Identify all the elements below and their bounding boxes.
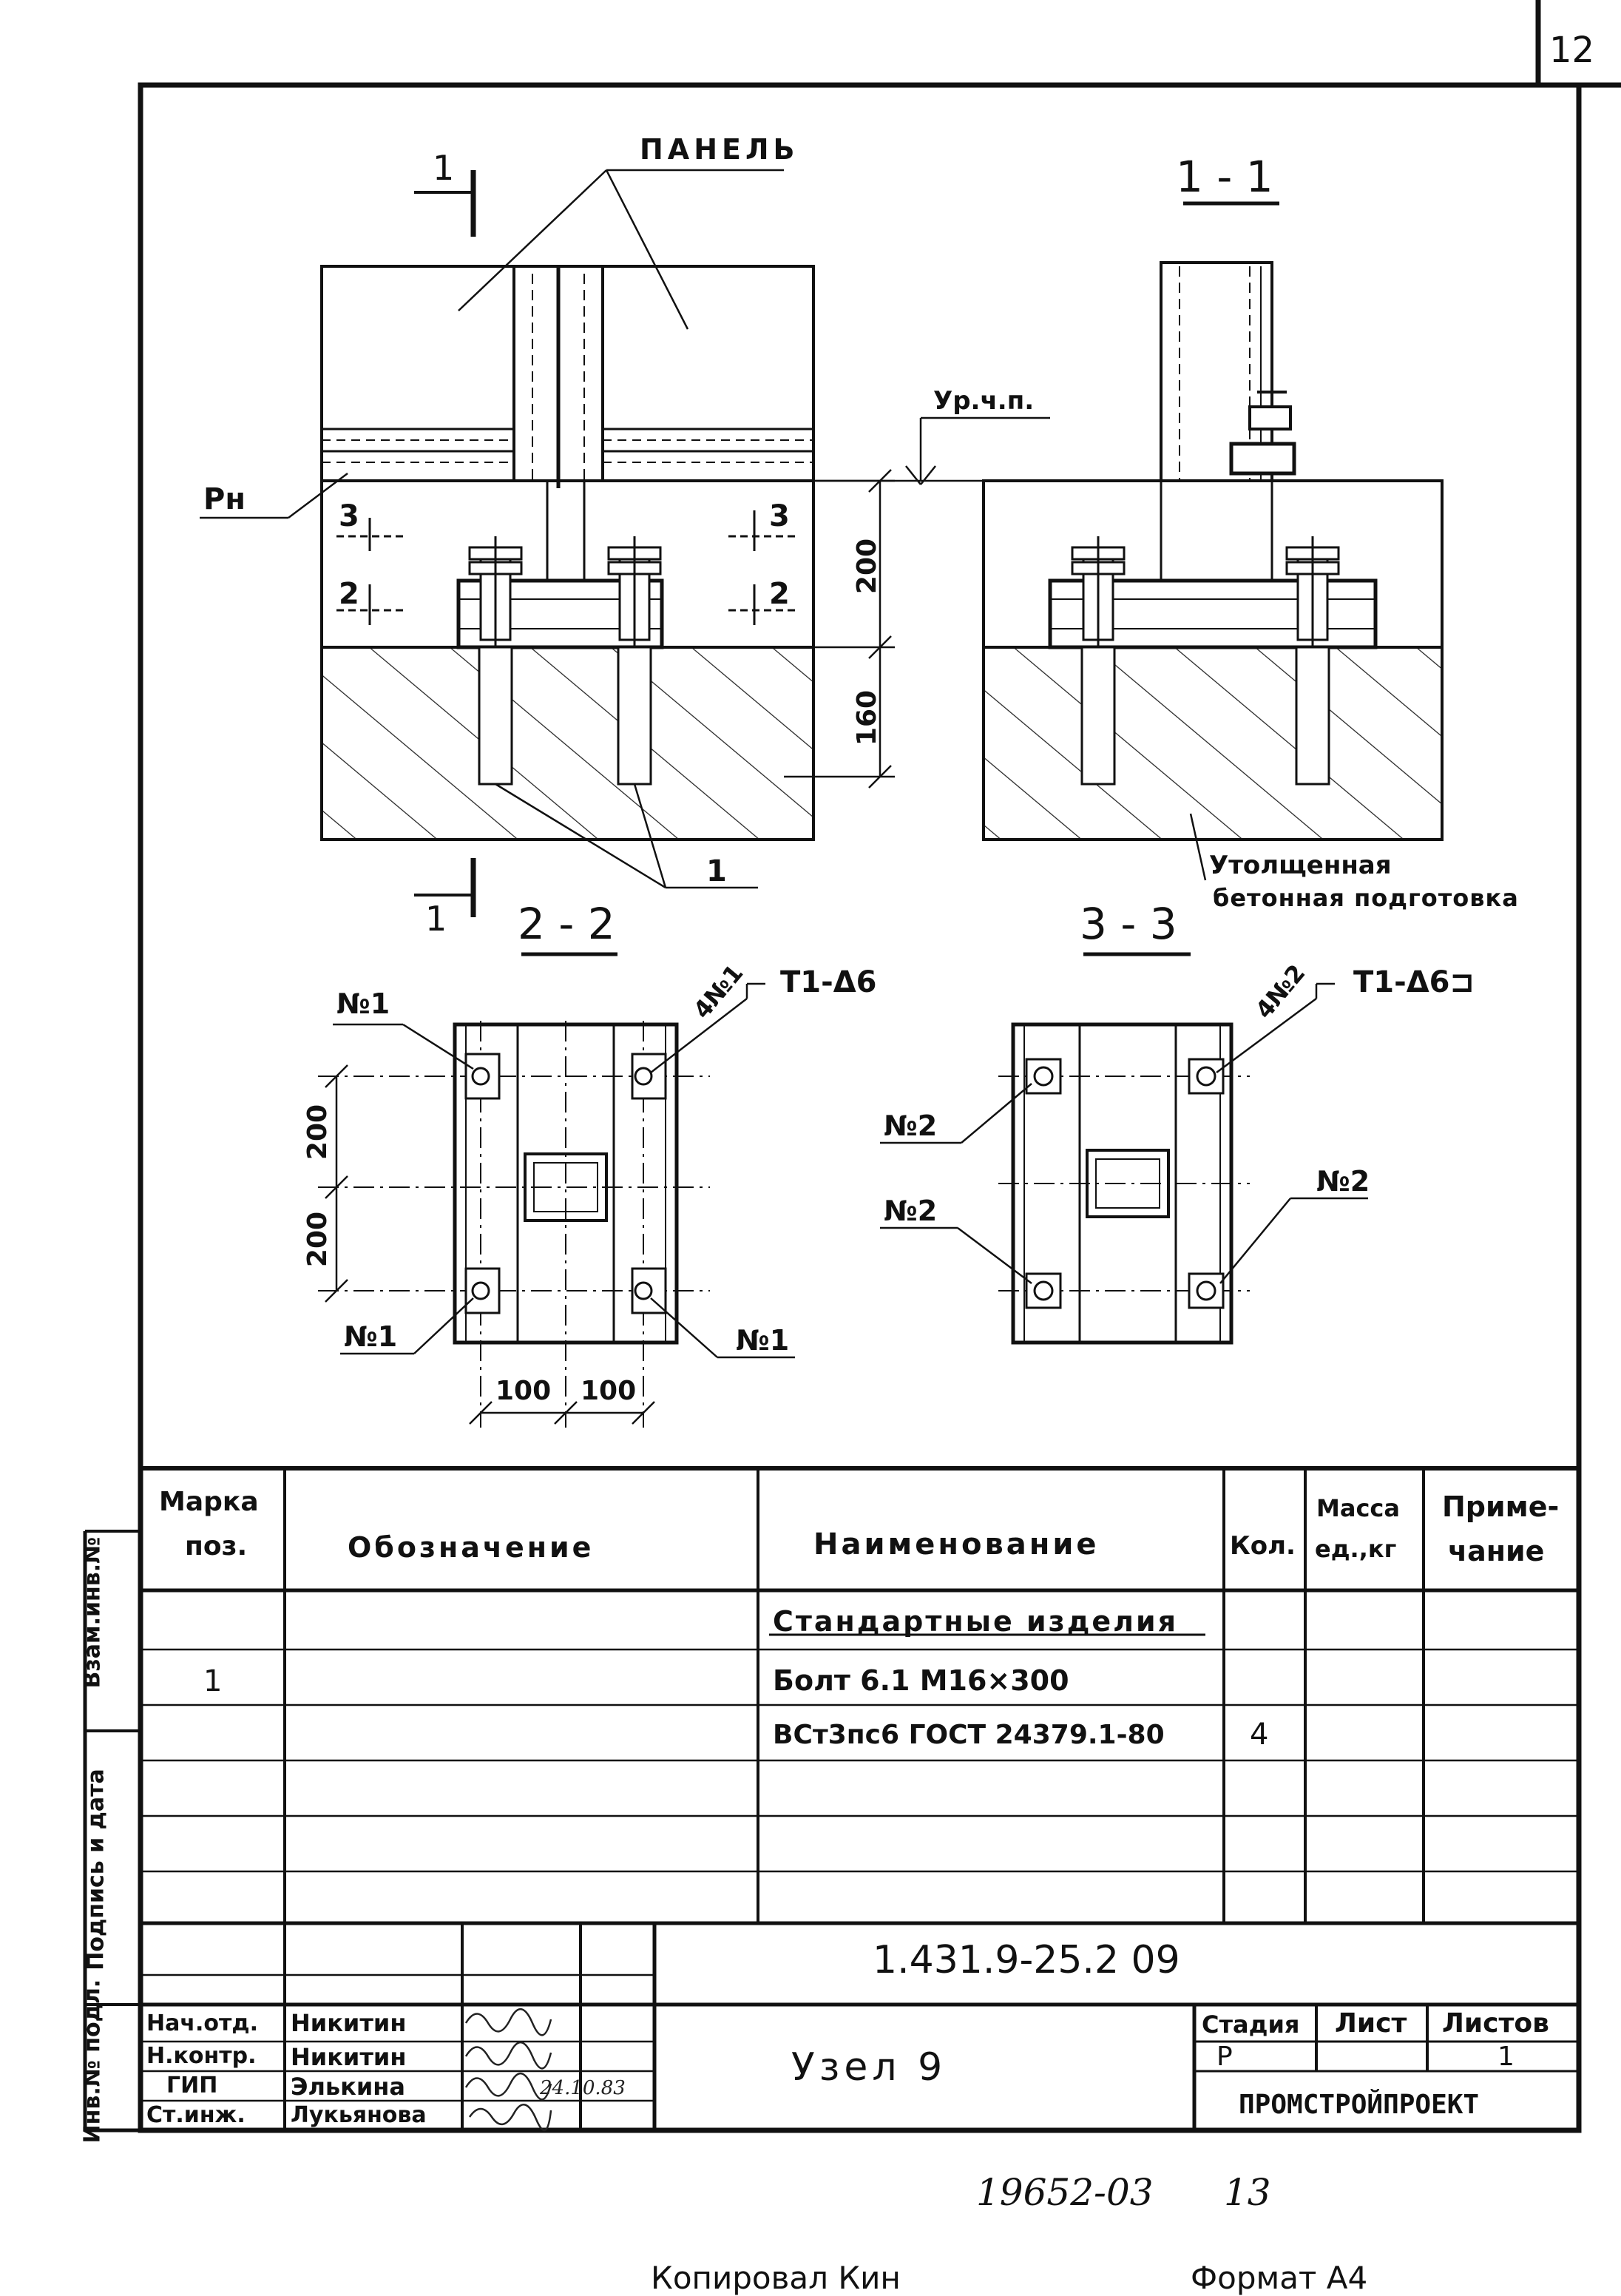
side-stamp-vzam: Взам.инв.№ [79,1536,106,1689]
name-3: Элькина [291,2073,405,2101]
plan-3-3 [880,952,1368,1345]
label-dim-200-b: 200 [302,1211,334,1268]
hdr-note-1: Приме- [1442,1490,1560,1523]
cut-2-left: 2 [339,577,359,611]
label-no2-c: №2 [1316,1165,1370,1198]
name-1: Никитин [291,2009,407,2037]
name-4: Лукьянова [291,2102,427,2128]
archive-number: 19652-03 [976,2171,1154,2214]
label-no2-a: №2 [884,1110,938,1142]
sheet-number: 12 [1549,30,1595,71]
label-no1-bottom-left: №1 [344,1320,398,1353]
hdr-qty: Кол. [1230,1531,1296,1561]
dim-200-vertical: 200 [852,538,883,595]
signatures [464,2008,552,2132]
stage-value: Р [1216,2042,1233,2072]
thick-label-2: бетонная подготовка [1213,884,1519,912]
section-2-2-title-text: 2 - 2 [518,899,615,949]
hdr-note-2: чание [1448,1535,1545,1567]
spec-row-2-qty: 4 [1250,1718,1269,1752]
sheet-label: Лист [1335,2008,1407,2039]
hdr-name: Наименование [813,1527,1100,1561]
role-1: Нач.отд. [146,2010,258,2036]
company-name: ПРОМСТРОЙПРОЕКТ [1239,2090,1480,2120]
sheets-value: 1 [1498,2042,1515,2072]
name-2: Никитин [291,2043,407,2071]
section-1-1-title: 1 - 1 [1176,152,1273,202]
side-stamp-inv: Инв.№ подл. [79,1979,106,2144]
label-no1-bottom-right: №1 [736,1324,790,1357]
cut-3-left: 3 [339,499,359,533]
label-no2-b: №2 [884,1195,938,1227]
level-label: Ур.ч.п. [933,386,1035,416]
side-stamp-podpis: Подпись и дата [83,1769,109,1971]
role-3: ГИП [166,2073,218,2099]
stage-label: Стадия [1202,2010,1300,2039]
spec-row-1-name: Болт 6.1 М16×300 [773,1664,1069,1697]
spec-row-1-mark: 1 [203,1664,223,1698]
sheet-frame [83,0,1621,2133]
dimension-chain [784,416,1050,789]
hdr-mark-1: Марка [159,1487,259,1517]
role-2: Н.контр. [146,2043,257,2069]
title-block-grid [141,1921,1579,2130]
pn-label: Рн [203,482,246,516]
callout-1: 1 [706,854,727,888]
thick-label-1: Утолщенная [1209,851,1392,880]
panel-label: ПАНЕЛЬ [640,133,799,166]
section-mark-top: 1 [433,148,455,188]
section-mark-bottom: 1 [425,899,447,939]
section-3-3-title: 3 - 3 [1080,899,1177,949]
elevation-left [200,169,815,917]
hdr-mass-1: Масса [1316,1494,1400,1522]
spec-group-title: Стандартные изделия [773,1605,1179,1638]
hdr-mark-2: поз. [185,1531,248,1561]
spec-row-2-name: ВСт3пс6 ГОСТ 24379.1-80 [773,1720,1165,1750]
section-1-1 [982,201,1444,881]
label-weld-left: Т1-Δ6 [780,965,877,999]
cut-2-right: 2 [769,577,790,611]
archive-page: 13 [1224,2171,1271,2214]
label-dim-100-a: 100 [495,1376,552,1406]
label-weld-right: Т1-Δ6⊐ [1353,965,1475,999]
drawing-title: Узел 9 [791,2045,947,2090]
cut-3-right: 3 [769,499,790,533]
label-dim-100-b: 100 [581,1376,637,1406]
sheets-label: Листов [1442,2008,1549,2039]
hdr-designation: Обозначение [348,1531,595,1564]
dim-160-vertical: 160 [852,689,883,746]
copied-by: Копировал Кин [651,2260,901,2296]
label-no1-top-left: №1 [336,987,390,1020]
label-dim-200-a: 200 [302,1104,334,1161]
drawing-code: 1.431.9-25.2 09 [873,1938,1180,1982]
plan-2-2 [318,952,795,1428]
format-label: Формат А4 [1191,2260,1368,2296]
date-3: 24.10.83 [540,2077,626,2099]
hdr-mass-2: ед.,кг [1315,1535,1397,1563]
role-4: Ст.инж. [146,2102,246,2128]
